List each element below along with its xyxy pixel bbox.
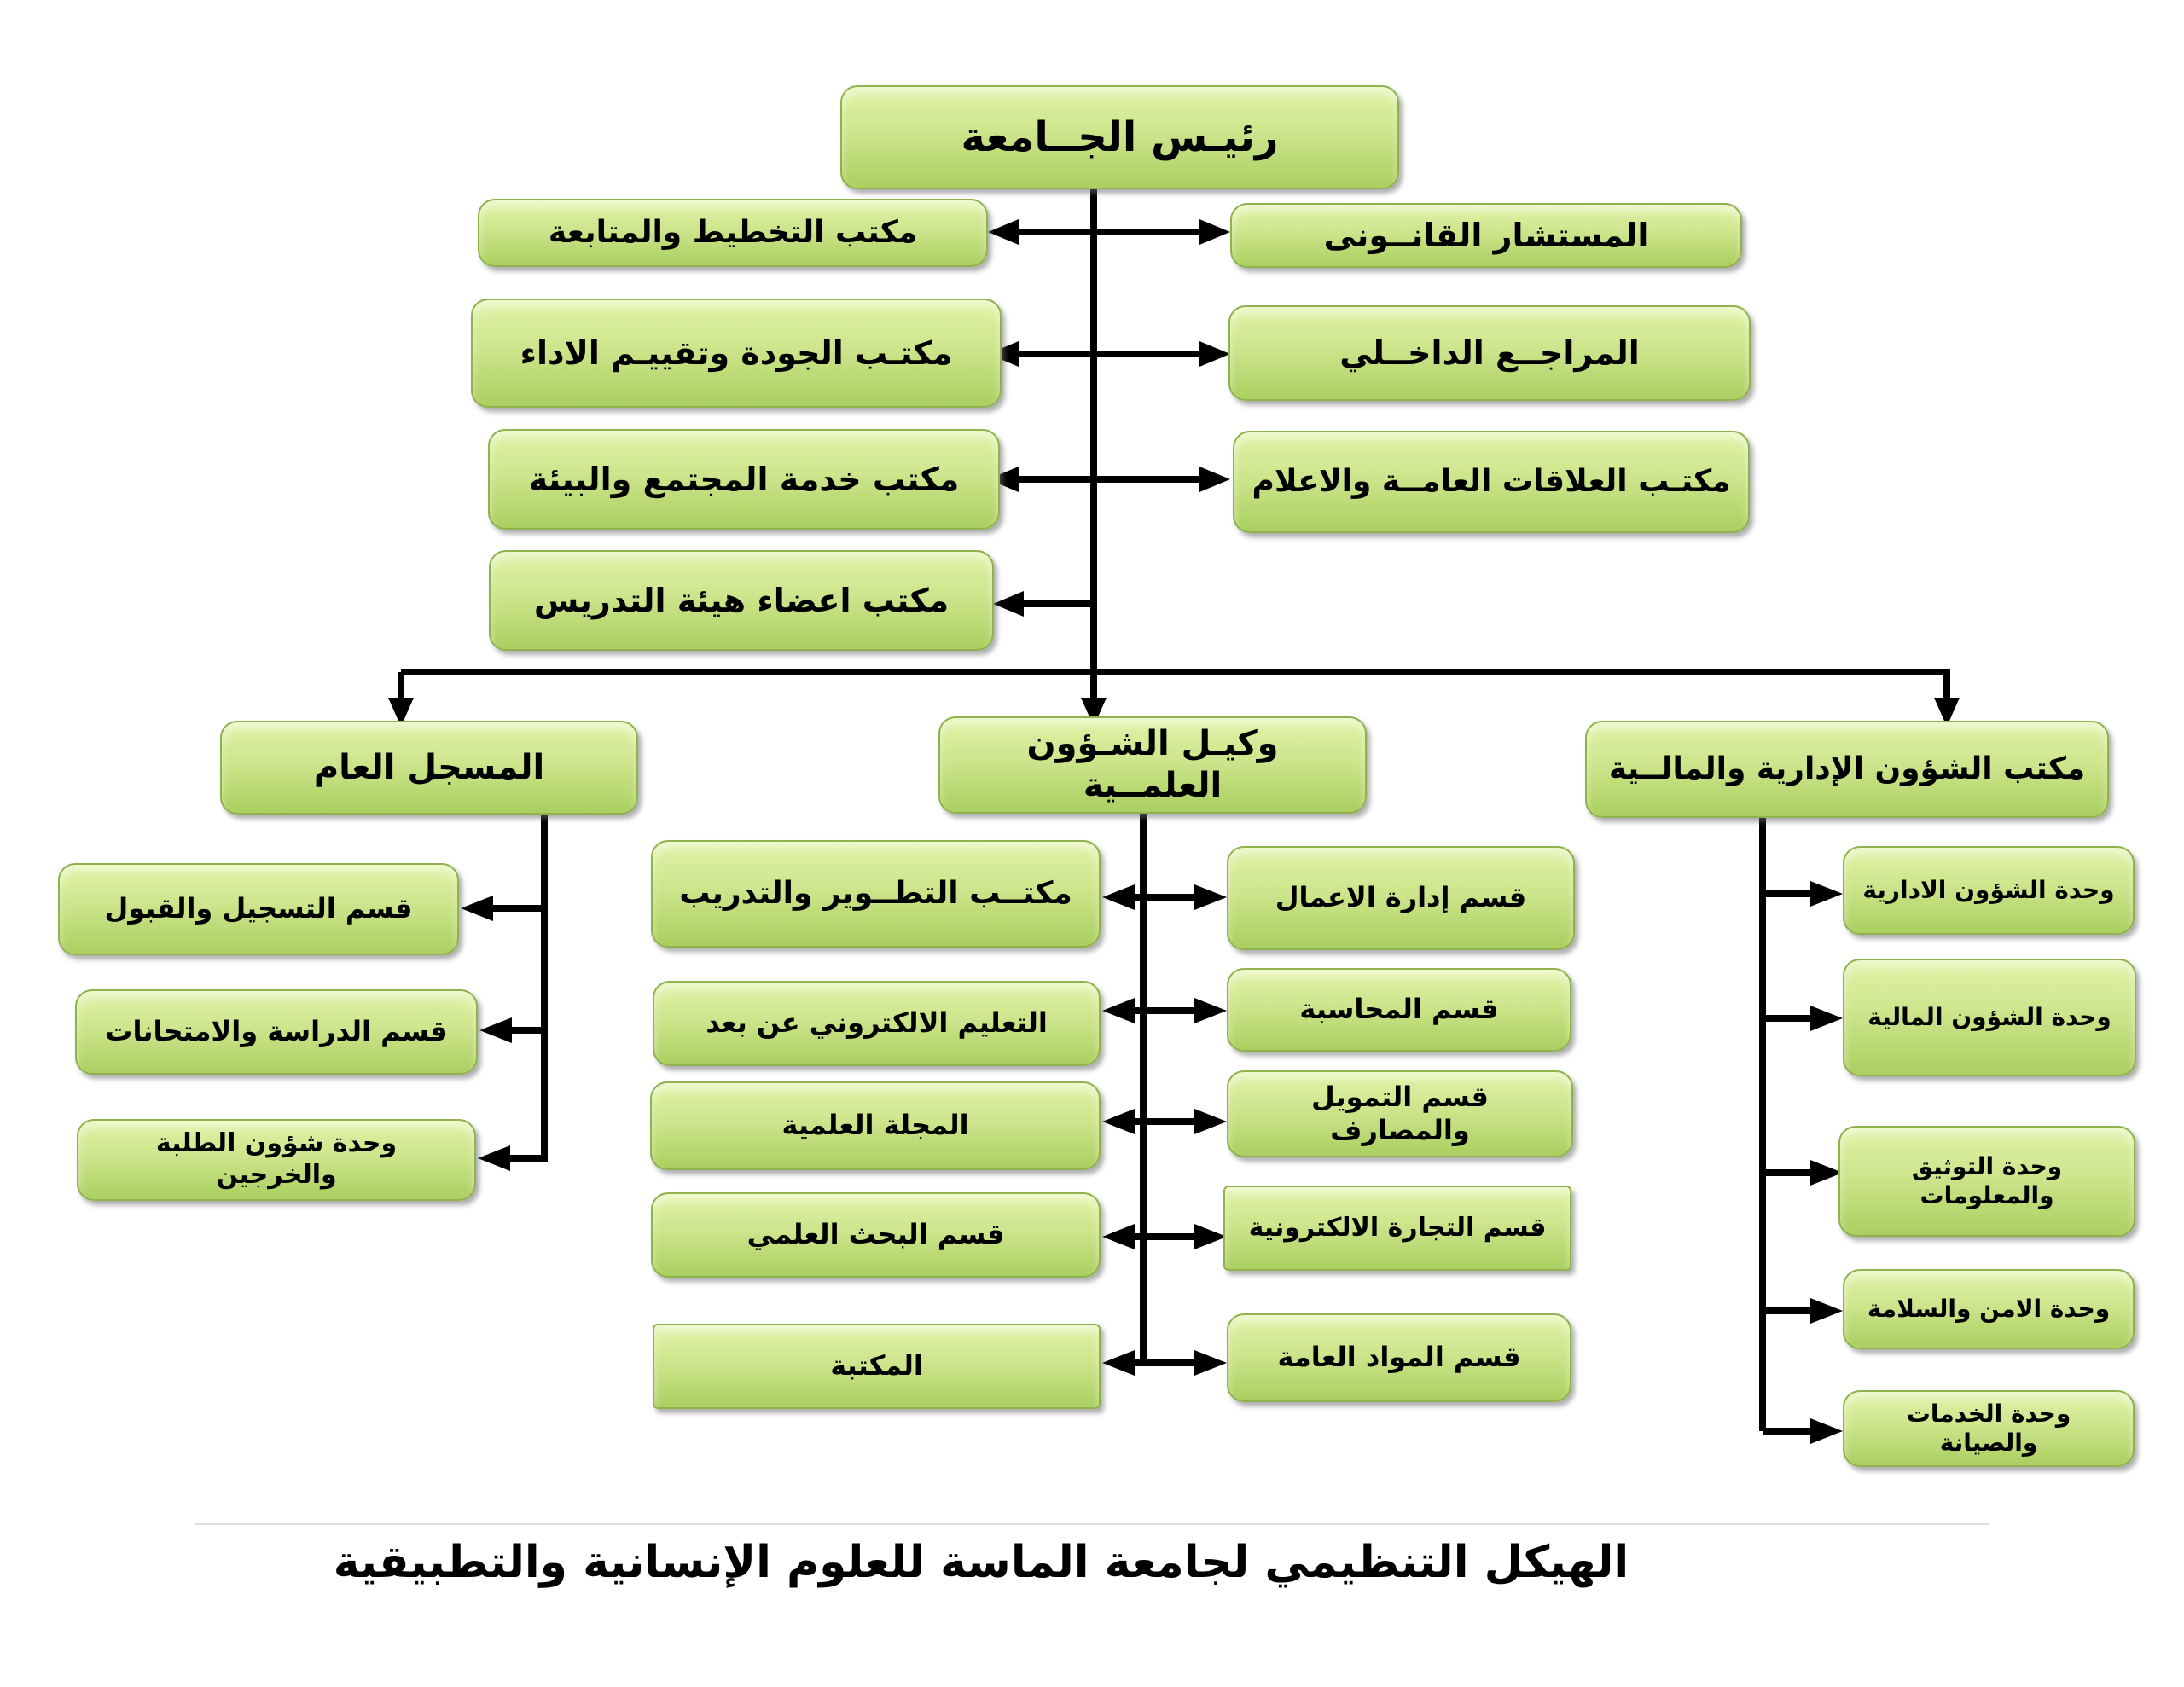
org-box-general-subjects-dept: قسم المواد العامة <box>1227 1313 1571 1402</box>
org-box-faculty-members-office: مكتب اعضاء هيئة التدريس <box>489 550 994 651</box>
org-box-general-registrar: المسجل العام <box>220 721 638 815</box>
org-box-ecommerce-dept: قسم التجارة الالكترونية <box>1223 1186 1571 1271</box>
org-box-student-graduates-unit: وحدة شؤون الطلبة والخرجين <box>77 1119 476 1201</box>
org-box-admin-financial-office: مكتب الشؤون الإدارية والمالــية <box>1585 721 2109 818</box>
org-box-financial-affairs-unit: وحدة الشؤون المالية <box>1843 959 2136 1076</box>
org-box-finance-banking-dept: قسم التمويل والمصارف <box>1227 1070 1573 1157</box>
connector-scientific-tree <box>1102 814 1227 1376</box>
org-box-admin-affairs-unit: وحدة الشؤون الادارية <box>1843 846 2135 935</box>
connector-admin-tree <box>1759 818 1843 1444</box>
org-box-business-admin-dept: قسم إدارة الاعمال <box>1227 846 1575 950</box>
org-box-scientific-journal: المجلة العلمية <box>650 1081 1101 1170</box>
org-box-internal-auditor: المراجــع الداخــلي <box>1228 305 1751 401</box>
org-box-registration-admission: قسم التسجيل والقبول <box>58 863 459 955</box>
connector-registrar-tree <box>461 813 548 1171</box>
org-box-accounting-dept: قسم المحاسبة <box>1227 968 1571 1052</box>
org-box-legal-advisor: المستشار القانــونى <box>1230 203 1742 268</box>
org-box-elearning: التعليم الالكتروني عن بعد <box>653 981 1101 1066</box>
org-box-public-relations-office: مكتـب العلاقات العامــة والاعلام <box>1233 431 1750 533</box>
footer-divider <box>195 1523 1989 1525</box>
org-box-planning-office: مكتب التخطيط والمتابعة <box>478 199 988 267</box>
org-box-security-safety-unit: وحدة الامن والسلامة <box>1843 1269 2135 1349</box>
org-box-scientific-affairs-vice: وكيـل الشـؤون العلمــية <box>938 716 1367 814</box>
chart-title: الهيكل التنظيمي لجامعة الماسة للعلوم الإ… <box>333 1537 1629 1588</box>
org-box-development-training-office: مكتــب التطــوير والتدريب <box>651 840 1101 948</box>
org-box-study-exams: قسم الدراسة والامتحانات <box>75 989 478 1075</box>
org-box-president: رئيـس الجــامعة <box>840 85 1399 189</box>
org-box-quality-office: مكتـب الجودة وتقييـم الاداء <box>471 299 1002 408</box>
org-box-scientific-research: قسم البحث العلمي <box>651 1192 1101 1278</box>
org-box-library: المكتبة <box>653 1324 1101 1409</box>
org-box-services-maintenance-unit: وحدة الخدمات والصيانة <box>1843 1390 2135 1467</box>
org-box-community-service-office: مكتب خدمة المجتمع والبيئة <box>488 429 1000 530</box>
org-box-documentation-info-unit: وحدة التوثيق والمعلومات <box>1838 1126 2135 1237</box>
